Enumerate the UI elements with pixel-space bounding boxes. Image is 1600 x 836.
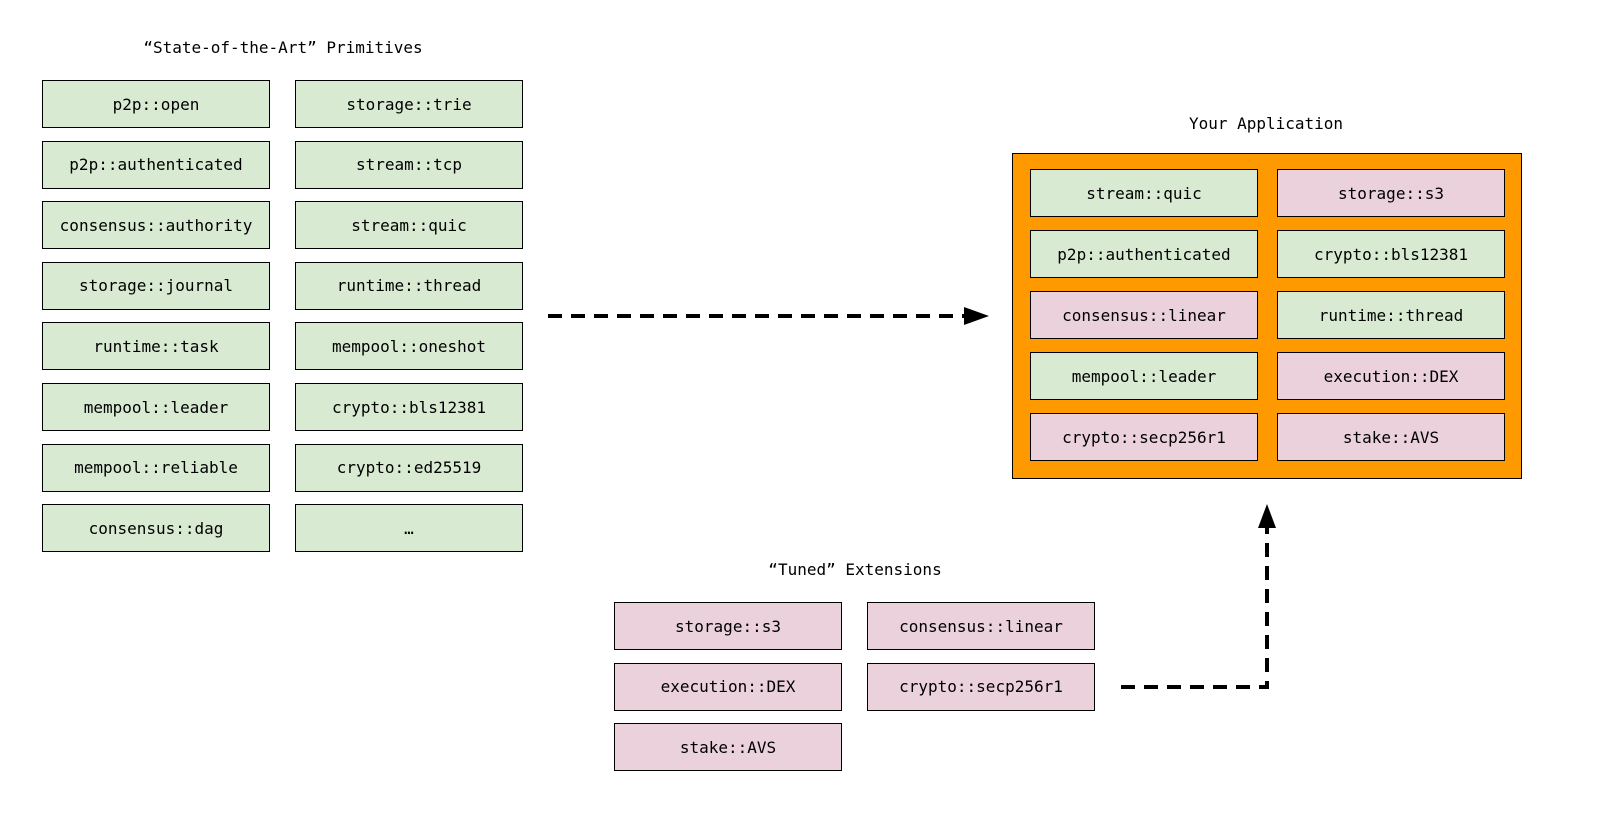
application-title: Your Application [1188,114,1344,133]
primitive-box: storage::journal [42,261,270,310]
primitive-box: p2p::authenticated [42,140,270,189]
arrowhead-icon [1258,504,1276,528]
arrow-primitives-to-application [548,307,989,325]
primitive-box: stream::quic [295,201,523,250]
application-component-box: runtime::thread [1277,291,1505,339]
application-component-box: consensus::linear [1030,291,1258,339]
primitive-box: crypto::ed25519 [295,443,523,492]
dashed-line [1121,528,1269,689]
extension-box: execution::DEX [614,662,842,711]
primitive-box: crypto::bls12381 [295,383,523,431]
extension-box: consensus::linear [867,602,1095,650]
primitive-box: consensus::dag [42,504,270,553]
primitives-title: “State-of-the-Art” Primitives [143,38,423,57]
application-component-box: crypto::bls12381 [1277,230,1505,278]
application-component-box: stream::quic [1030,169,1258,217]
primitive-box: … [295,504,523,553]
extension-box: storage::s3 [614,602,842,650]
primitive-box: consensus::authority [42,201,270,250]
application-component-box: p2p::authenticated [1030,230,1258,278]
primitive-box: runtime::thread [295,261,523,310]
application-component-box: mempool::leader [1030,352,1258,400]
primitive-box: mempool::reliable [42,443,270,492]
application-component-box: stake::AVS [1277,413,1505,461]
primitive-box: runtime::task [42,322,270,371]
primitive-box: mempool::leader [42,383,270,431]
extension-box: stake::AVS [614,723,842,771]
arrow-extensions-to-application [1121,504,1276,689]
extension-box: crypto::secp256r1 [867,662,1095,711]
extensions-title: “Tuned” Extensions [768,560,942,579]
arrowhead-icon [964,307,989,325]
application-component-box: execution::DEX [1277,352,1505,400]
primitive-box: p2p::open [42,80,270,128]
primitive-box: stream::tcp [295,140,523,189]
application-component-box: crypto::secp256r1 [1030,413,1258,461]
primitive-box: storage::trie [295,80,523,128]
primitive-box: mempool::oneshot [295,322,523,371]
application-component-box: storage::s3 [1277,169,1505,217]
